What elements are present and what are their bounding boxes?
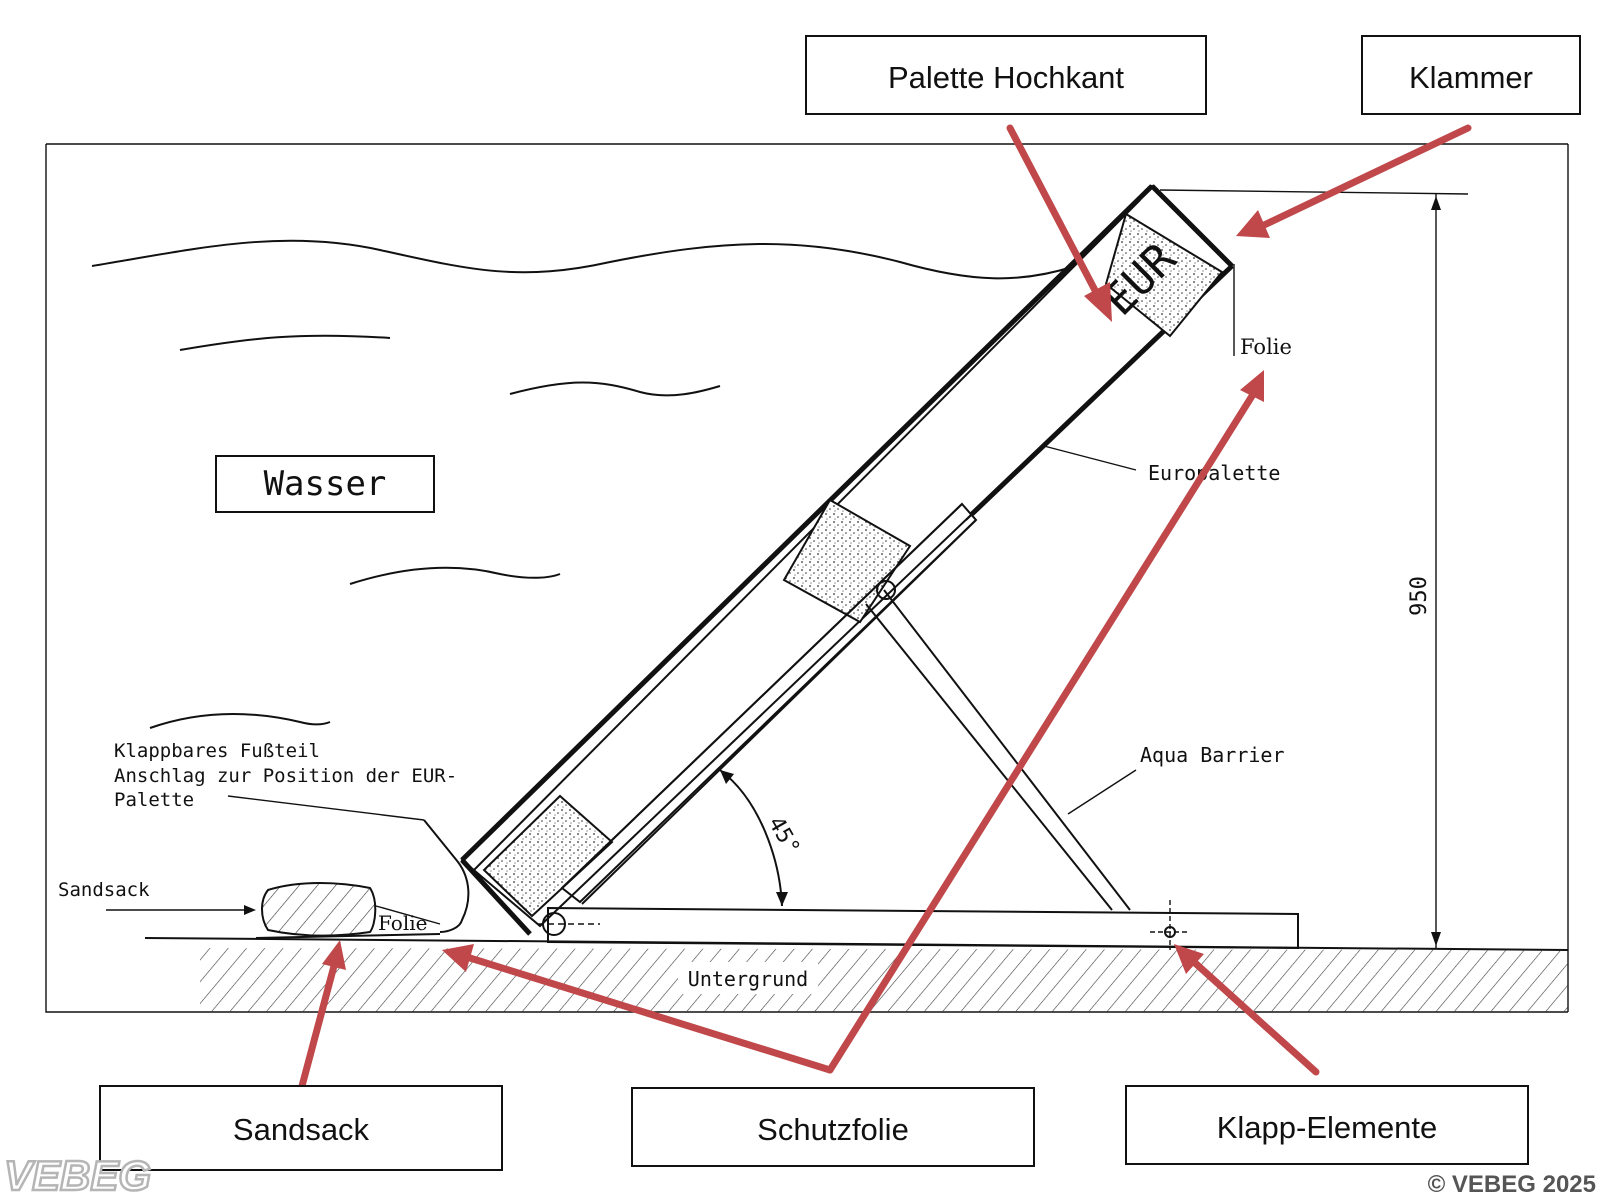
arrowhead-schutzfolie-top <box>1240 370 1264 402</box>
pallet-bottom-block <box>482 794 614 918</box>
arrow-klammer <box>1258 124 1472 230</box>
arrow-klapp-elemente <box>1190 958 1320 1076</box>
vebeg-logo-text: VEBEG <box>4 1152 151 1199</box>
water-waves <box>91 239 1076 729</box>
foot-label-line2: Anschlag zur Position der EUR- <box>114 765 457 787</box>
callout-klapp-elemente: Klapp-Elemente <box>1125 1085 1529 1165</box>
foot-label-line3: Palette <box>114 789 194 811</box>
callout-schutzfolie: Schutzfolie <box>631 1087 1035 1167</box>
height-dimension: 950 <box>1159 189 1469 948</box>
callout-schutzfolie-text: Schutzfolie <box>757 1112 909 1147</box>
euro-pallet: EUR <box>460 184 1234 928</box>
annotations: Folie Europalette Aqua Barrier Klappbare… <box>58 264 1292 935</box>
copyright-notice: © VEBEG 2025 <box>1428 1171 1596 1198</box>
callout-arrows <box>298 124 1472 1090</box>
callout-sandsack-text: Sandsack <box>233 1112 370 1147</box>
vebeg-logo: VEBEG <box>3 1151 153 1200</box>
sandbag <box>261 882 377 937</box>
aqua-barrier-label: Aqua Barrier <box>1140 743 1285 767</box>
arrow-schutzfolie-bottom <box>466 954 834 1074</box>
arrow-sandsack <box>298 962 338 1090</box>
callout-klammer-text: Klammer <box>1409 60 1533 95</box>
foot-piece <box>255 819 532 939</box>
sandsack-note: Sandsack <box>58 879 150 901</box>
callout-palette-hochkant: Palette Hochkant <box>805 35 1207 115</box>
europalette-label: Europalette <box>1148 461 1280 485</box>
folie-bottom-label: Folie <box>378 911 427 935</box>
arrowhead-sandsack <box>322 940 346 970</box>
arrow-schutzfolie-top <box>826 392 1256 1074</box>
arrowhead-schutzfolie-bottom <box>442 944 474 972</box>
arrowhead-palette-hochkant <box>1084 282 1112 322</box>
ground: Untergrund <box>144 937 1569 1012</box>
height-dimension-value: 950 <box>1407 576 1432 616</box>
pallet-top-block <box>1104 212 1224 338</box>
water-label: Wasser <box>215 455 435 513</box>
water-label-text: Wasser <box>264 464 387 504</box>
angle-label: 45° <box>763 813 805 860</box>
callout-klapp-elemente-text: Klapp-Elemente <box>1217 1110 1438 1145</box>
arrow-palette-hochkant <box>1006 124 1102 300</box>
foot-label-line1: Klappbares Fußteil <box>114 740 320 762</box>
callout-sandsack: Sandsack <box>99 1085 503 1171</box>
folie-top-label: Folie <box>1240 335 1292 359</box>
arrowhead-klapp-elemente <box>1174 944 1204 974</box>
callout-klammer: Klammer <box>1361 35 1581 115</box>
arrowhead-klammer <box>1236 210 1270 238</box>
ground-label: Untergrund <box>688 967 808 991</box>
pallet-middle-block <box>782 498 912 624</box>
callout-palette-hochkant-text: Palette Hochkant <box>888 60 1124 95</box>
